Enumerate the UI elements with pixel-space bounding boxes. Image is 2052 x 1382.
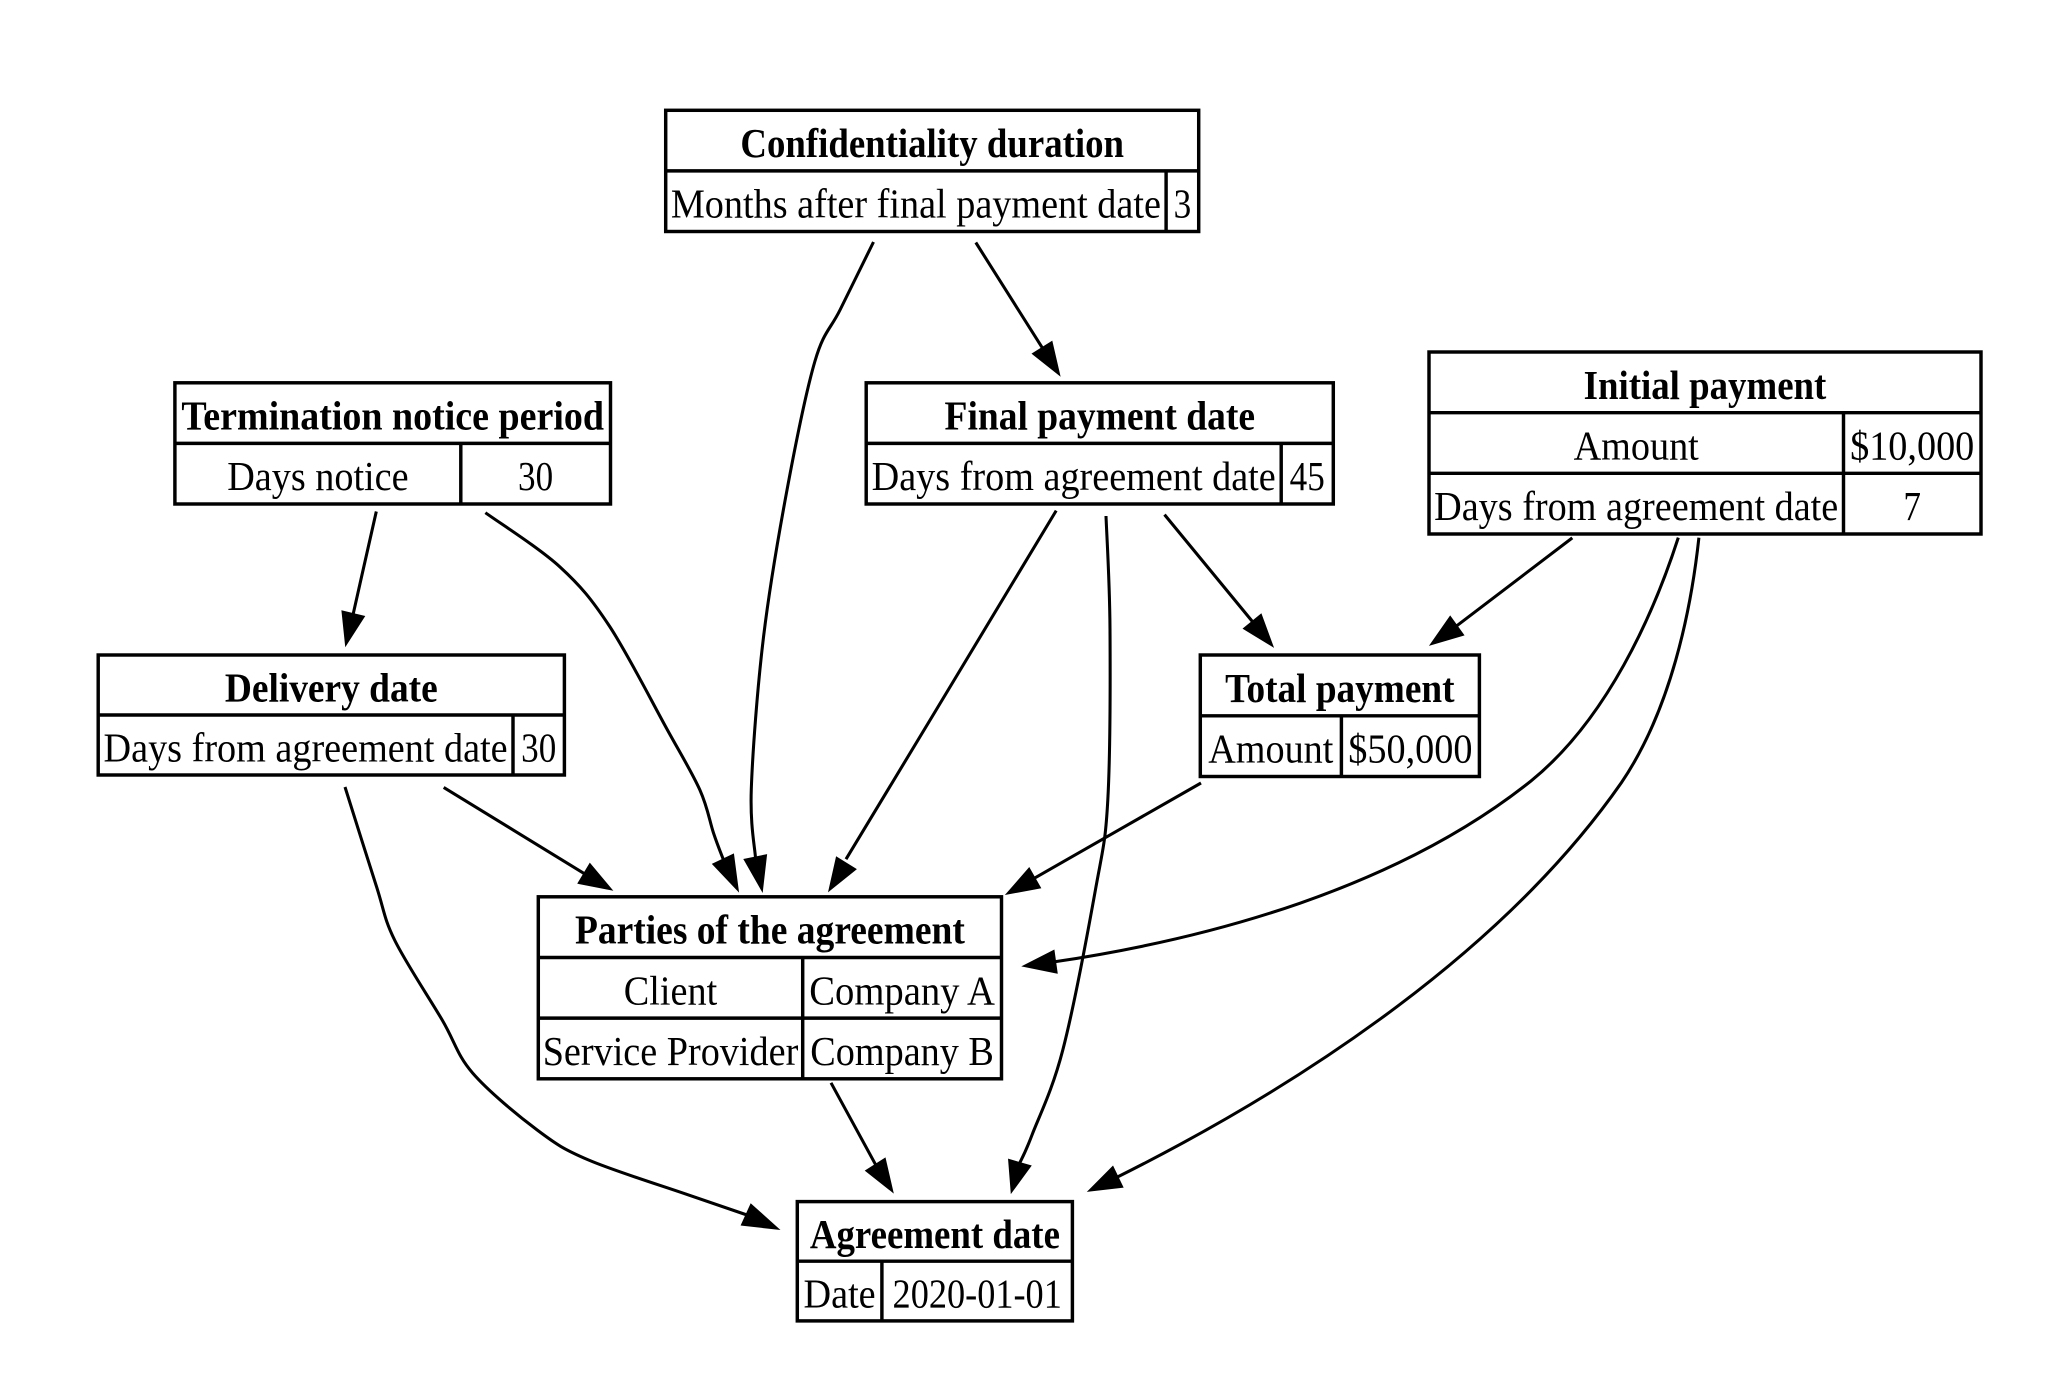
svg-text:Days notice: Days notice — [227, 453, 408, 499]
svg-text:Initial payment: Initial payment — [1584, 362, 1827, 408]
svg-text:3: 3 — [1174, 181, 1192, 227]
svg-text:Parties of the agreement: Parties of the agreement — [575, 907, 965, 953]
svg-text:$50,000: $50,000 — [1348, 726, 1472, 772]
svg-text:30: 30 — [521, 725, 556, 771]
svg-text:Company B: Company B — [810, 1028, 994, 1074]
svg-text:Amount: Amount — [1208, 726, 1334, 772]
svg-text:Service Provider: Service Provider — [543, 1028, 799, 1074]
svg-text:Delivery date: Delivery date — [225, 665, 438, 711]
svg-text:$10,000: $10,000 — [1850, 423, 1974, 469]
svg-text:Days from agreement date: Days from agreement date — [1434, 483, 1838, 529]
svg-text:45: 45 — [1290, 453, 1325, 499]
svg-text:Amount: Amount — [1574, 423, 1700, 469]
svg-text:30: 30 — [518, 453, 553, 499]
svg-text:Termination notice period: Termination notice period — [181, 393, 604, 439]
svg-text:Date: Date — [804, 1271, 876, 1317]
svg-text:Confidentiality duration: Confidentiality duration — [740, 120, 1124, 166]
svg-text:Days from agreement date: Days from agreement date — [104, 725, 508, 771]
svg-text:Company A: Company A — [809, 967, 995, 1013]
svg-text:Agreement date: Agreement date — [810, 1211, 1060, 1257]
svg-text:Total payment: Total payment — [1225, 665, 1455, 711]
svg-text:Final payment date: Final payment date — [945, 393, 1256, 439]
svg-text:Client: Client — [624, 967, 718, 1013]
svg-text:Months after final payment dat: Months after final payment date — [671, 181, 1161, 227]
svg-text:7: 7 — [1903, 483, 1921, 529]
svg-text:Days from agreement date: Days from agreement date — [872, 453, 1276, 499]
svg-text:2020-01-01: 2020-01-01 — [893, 1271, 1062, 1317]
